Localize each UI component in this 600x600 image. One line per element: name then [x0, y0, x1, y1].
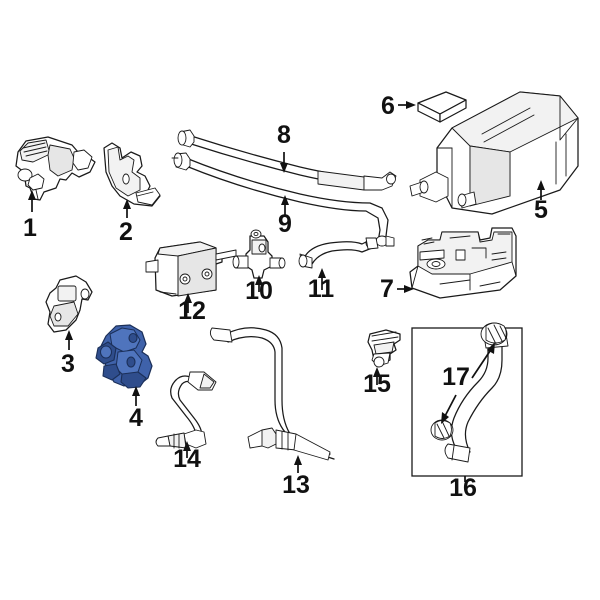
callout-label-12: 12	[178, 297, 206, 325]
clamp-upper	[480, 322, 508, 346]
callout-label-11: 11	[308, 275, 335, 303]
callout-arrow-8	[280, 152, 288, 173]
callout-arrow-9	[281, 195, 289, 215]
callout-arrow-2	[123, 199, 131, 218]
part-5-vapor-canister[interactable]	[409, 91, 579, 215]
callout-label-10: 10	[245, 277, 273, 305]
callout-label-7: 7	[380, 275, 394, 303]
part-17-hose-clamp-leaders	[441, 342, 495, 424]
callout-label-9: 9	[278, 210, 292, 238]
callout-label-8: 8	[277, 121, 291, 149]
part-14-upstream-oxygen-sensor[interactable]	[155, 371, 217, 449]
callout-arrow-4	[132, 386, 140, 406]
part-15-knock-sensor[interactable]	[367, 329, 401, 368]
callout-arrow-10	[255, 275, 263, 292]
part-11-vapor-hose[interactable]	[298, 237, 379, 269]
part-2-bracket[interactable]	[103, 142, 161, 207]
callout-label-3: 3	[61, 350, 75, 378]
callout-arrow-14	[183, 441, 191, 458]
callout-arrow-5	[537, 180, 545, 200]
callout-label-13: 13	[282, 471, 310, 499]
callout-arrow-6	[398, 101, 416, 109]
part-4-camshaft-position-sensor-highlighted[interactable]	[95, 324, 153, 389]
clamp-lower	[430, 419, 454, 441]
callout-label-16: 16	[449, 474, 477, 502]
callout-label-15: 15	[363, 370, 391, 398]
callout-arrow-13	[294, 455, 302, 473]
callout-arrow-1	[28, 190, 36, 212]
part-6-canister-pad[interactable]	[417, 91, 467, 123]
callout-label-1: 1	[23, 214, 37, 242]
callout-label-2: 2	[119, 218, 133, 246]
callout-label-17: 17	[442, 363, 470, 391]
callout-label-5: 5	[534, 196, 548, 224]
part-16-pcv-hose-kit[interactable]	[411, 322, 523, 477]
callout-arrow-11	[318, 268, 326, 290]
part-13-downstream-oxygen-sensor[interactable]	[209, 327, 335, 461]
part-3-map-sensor-bracket[interactable]	[45, 275, 93, 333]
callout-arrow-3	[65, 330, 73, 350]
callout-label-4: 4	[129, 404, 143, 432]
part-12-vapor-canister-filter[interactable]	[145, 241, 237, 297]
callout-arrow-12	[184, 293, 192, 313]
callout-label-14: 14	[173, 445, 201, 473]
callout-arrow-15	[373, 367, 381, 385]
part-1-evaporative-emissions-purge-valve-assembly[interactable]	[15, 136, 96, 201]
callout-arrow-7	[397, 285, 414, 293]
part-7-canister-bracket[interactable]	[409, 227, 517, 299]
callout-label-6: 6	[381, 92, 395, 120]
part-10-purge-solenoid-valve[interactable]	[232, 229, 286, 279]
